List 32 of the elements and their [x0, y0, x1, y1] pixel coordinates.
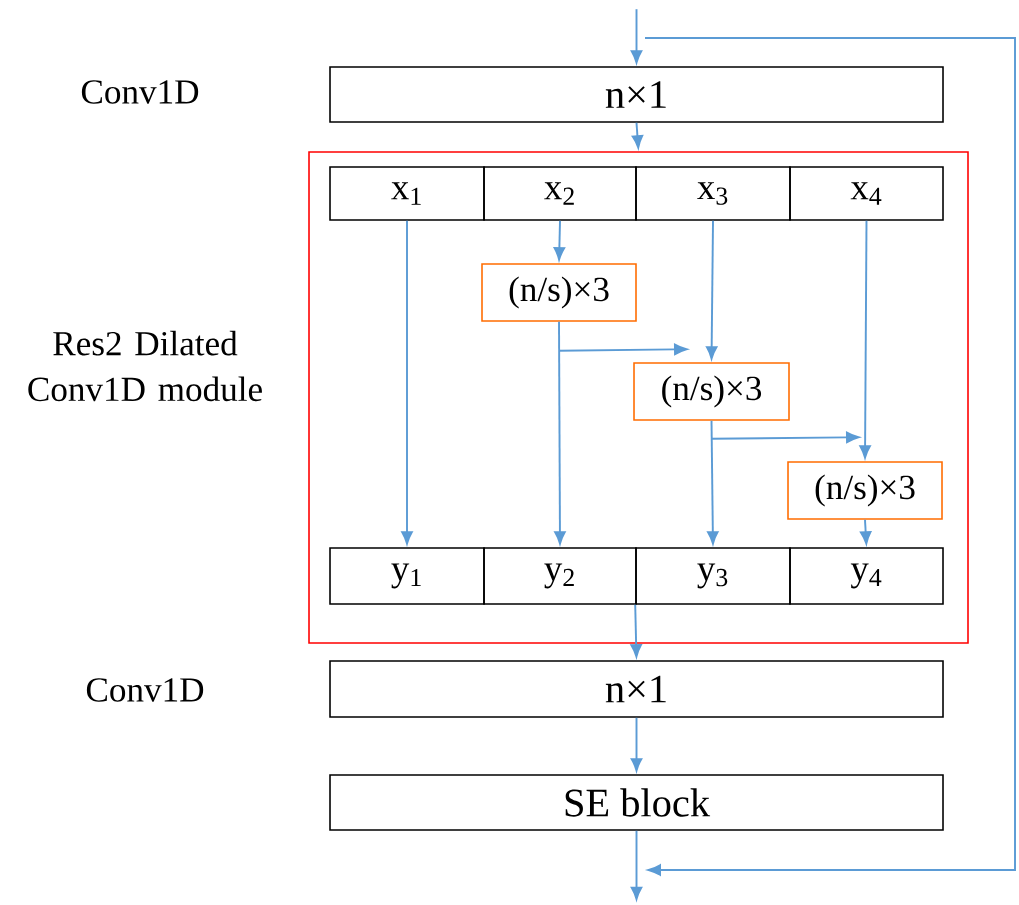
conv-box: (n/s)×3 [481, 263, 637, 322]
feature-cell: x$_{4}$ [789, 166, 944, 221]
side-label: Res2 Dilated Conv1D module [28, 330, 262, 402]
arrow [558, 343, 688, 356]
arrow [859, 219, 871, 459]
conv-box: (n/s)×3 [633, 362, 790, 421]
feature-cell: x$_{1}$ [329, 166, 485, 221]
arrow [554, 320, 566, 545]
arrow [630, 8, 643, 64]
arrow [401, 219, 413, 545]
feature-cell: y$_{2}$ [483, 547, 637, 605]
conv-box: (n/s)×3 [787, 461, 943, 520]
feature-cell: y$_{3}$ [635, 547, 791, 605]
feature-cell: x$_{3}$ [635, 166, 791, 221]
arrow [631, 121, 644, 149]
feature-cell: y$_{4}$ [789, 547, 944, 605]
arrow [630, 603, 642, 658]
side-label: Conv1D [86, 678, 204, 702]
layer-box: n×1 [329, 66, 944, 123]
feature-cell: y$_{1}$ [329, 547, 485, 605]
arrow [630, 829, 643, 901]
arrow [630, 716, 643, 772]
layer-box: SE block [329, 774, 944, 831]
feature-cell: x$_{2}$ [483, 166, 637, 221]
arrow [707, 419, 719, 545]
arrow [710, 431, 860, 444]
arrow [553, 219, 566, 261]
layer-box: n×1 [329, 660, 944, 718]
side-label: Conv1D [81, 80, 199, 104]
module-frame [308, 151, 969, 644]
arrow [860, 518, 872, 545]
arrow [705, 219, 718, 360]
